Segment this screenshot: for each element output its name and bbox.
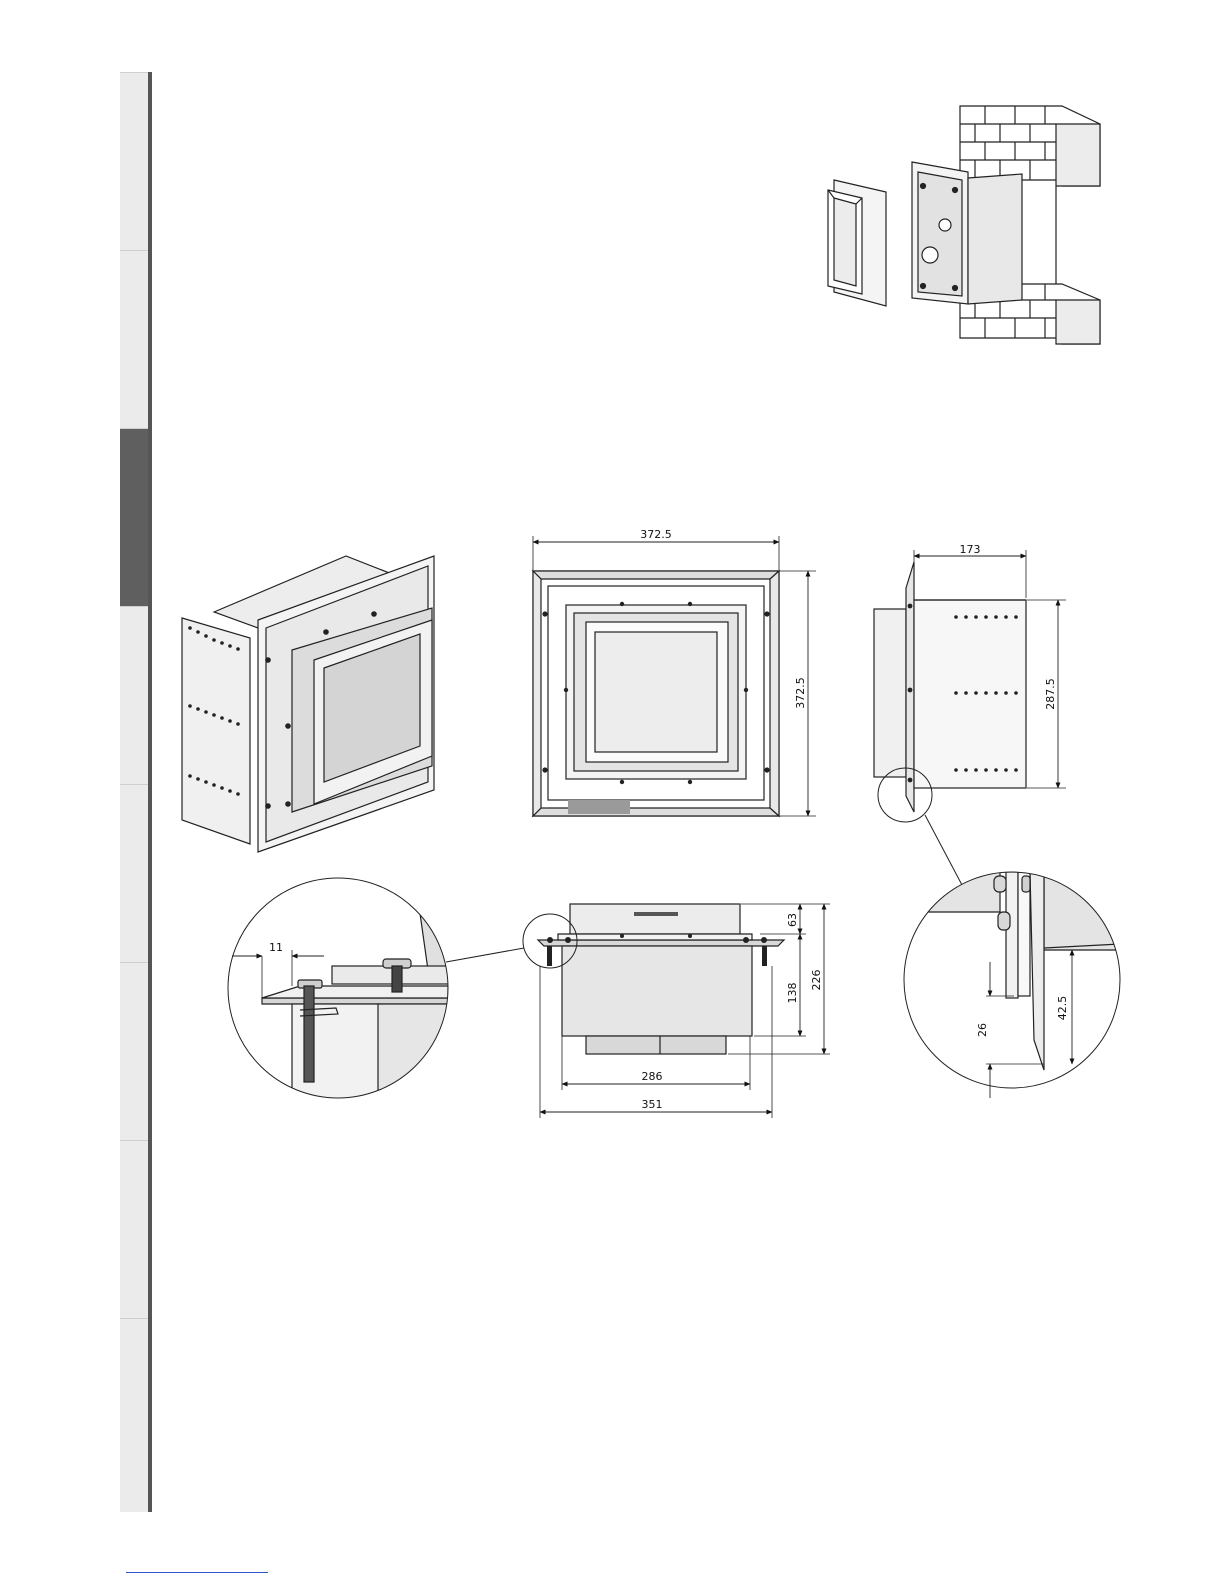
bottom-view — [523, 904, 830, 1118]
detail-left-circle — [228, 878, 524, 1104]
mounting-box — [912, 162, 1022, 304]
dim-bottom-outer-width: 351 — [642, 1098, 663, 1111]
dim-bottom-middle-depth: 138 — [786, 983, 799, 1004]
dim-detail-right-height: 42.5 — [1056, 996, 1069, 1021]
dim-bottom-total-depth: 226 — [810, 970, 823, 991]
brick-wall-upper — [960, 106, 1100, 186]
dim-side-depth: 173 — [960, 543, 981, 556]
dim-bottom-top-depth: 63 — [786, 913, 799, 927]
dim-bottom-inner-width: 286 — [642, 1070, 663, 1083]
footer-rule — [126, 1572, 268, 1573]
isometric-product-view — [182, 556, 434, 852]
installation-illustration — [828, 106, 1100, 344]
front-cover — [828, 180, 886, 306]
front-view — [533, 536, 816, 816]
dim-detail-left-offset: 11 — [269, 941, 283, 954]
detail-right-circle — [904, 872, 1120, 1098]
dim-front-width: 372.5 — [640, 528, 672, 541]
side-view — [874, 550, 1066, 885]
dim-detail-right-offset: 26 — [976, 1023, 989, 1037]
dim-side-height: 287.5 — [1044, 678, 1057, 710]
dim-front-height: 372.5 — [794, 677, 807, 709]
